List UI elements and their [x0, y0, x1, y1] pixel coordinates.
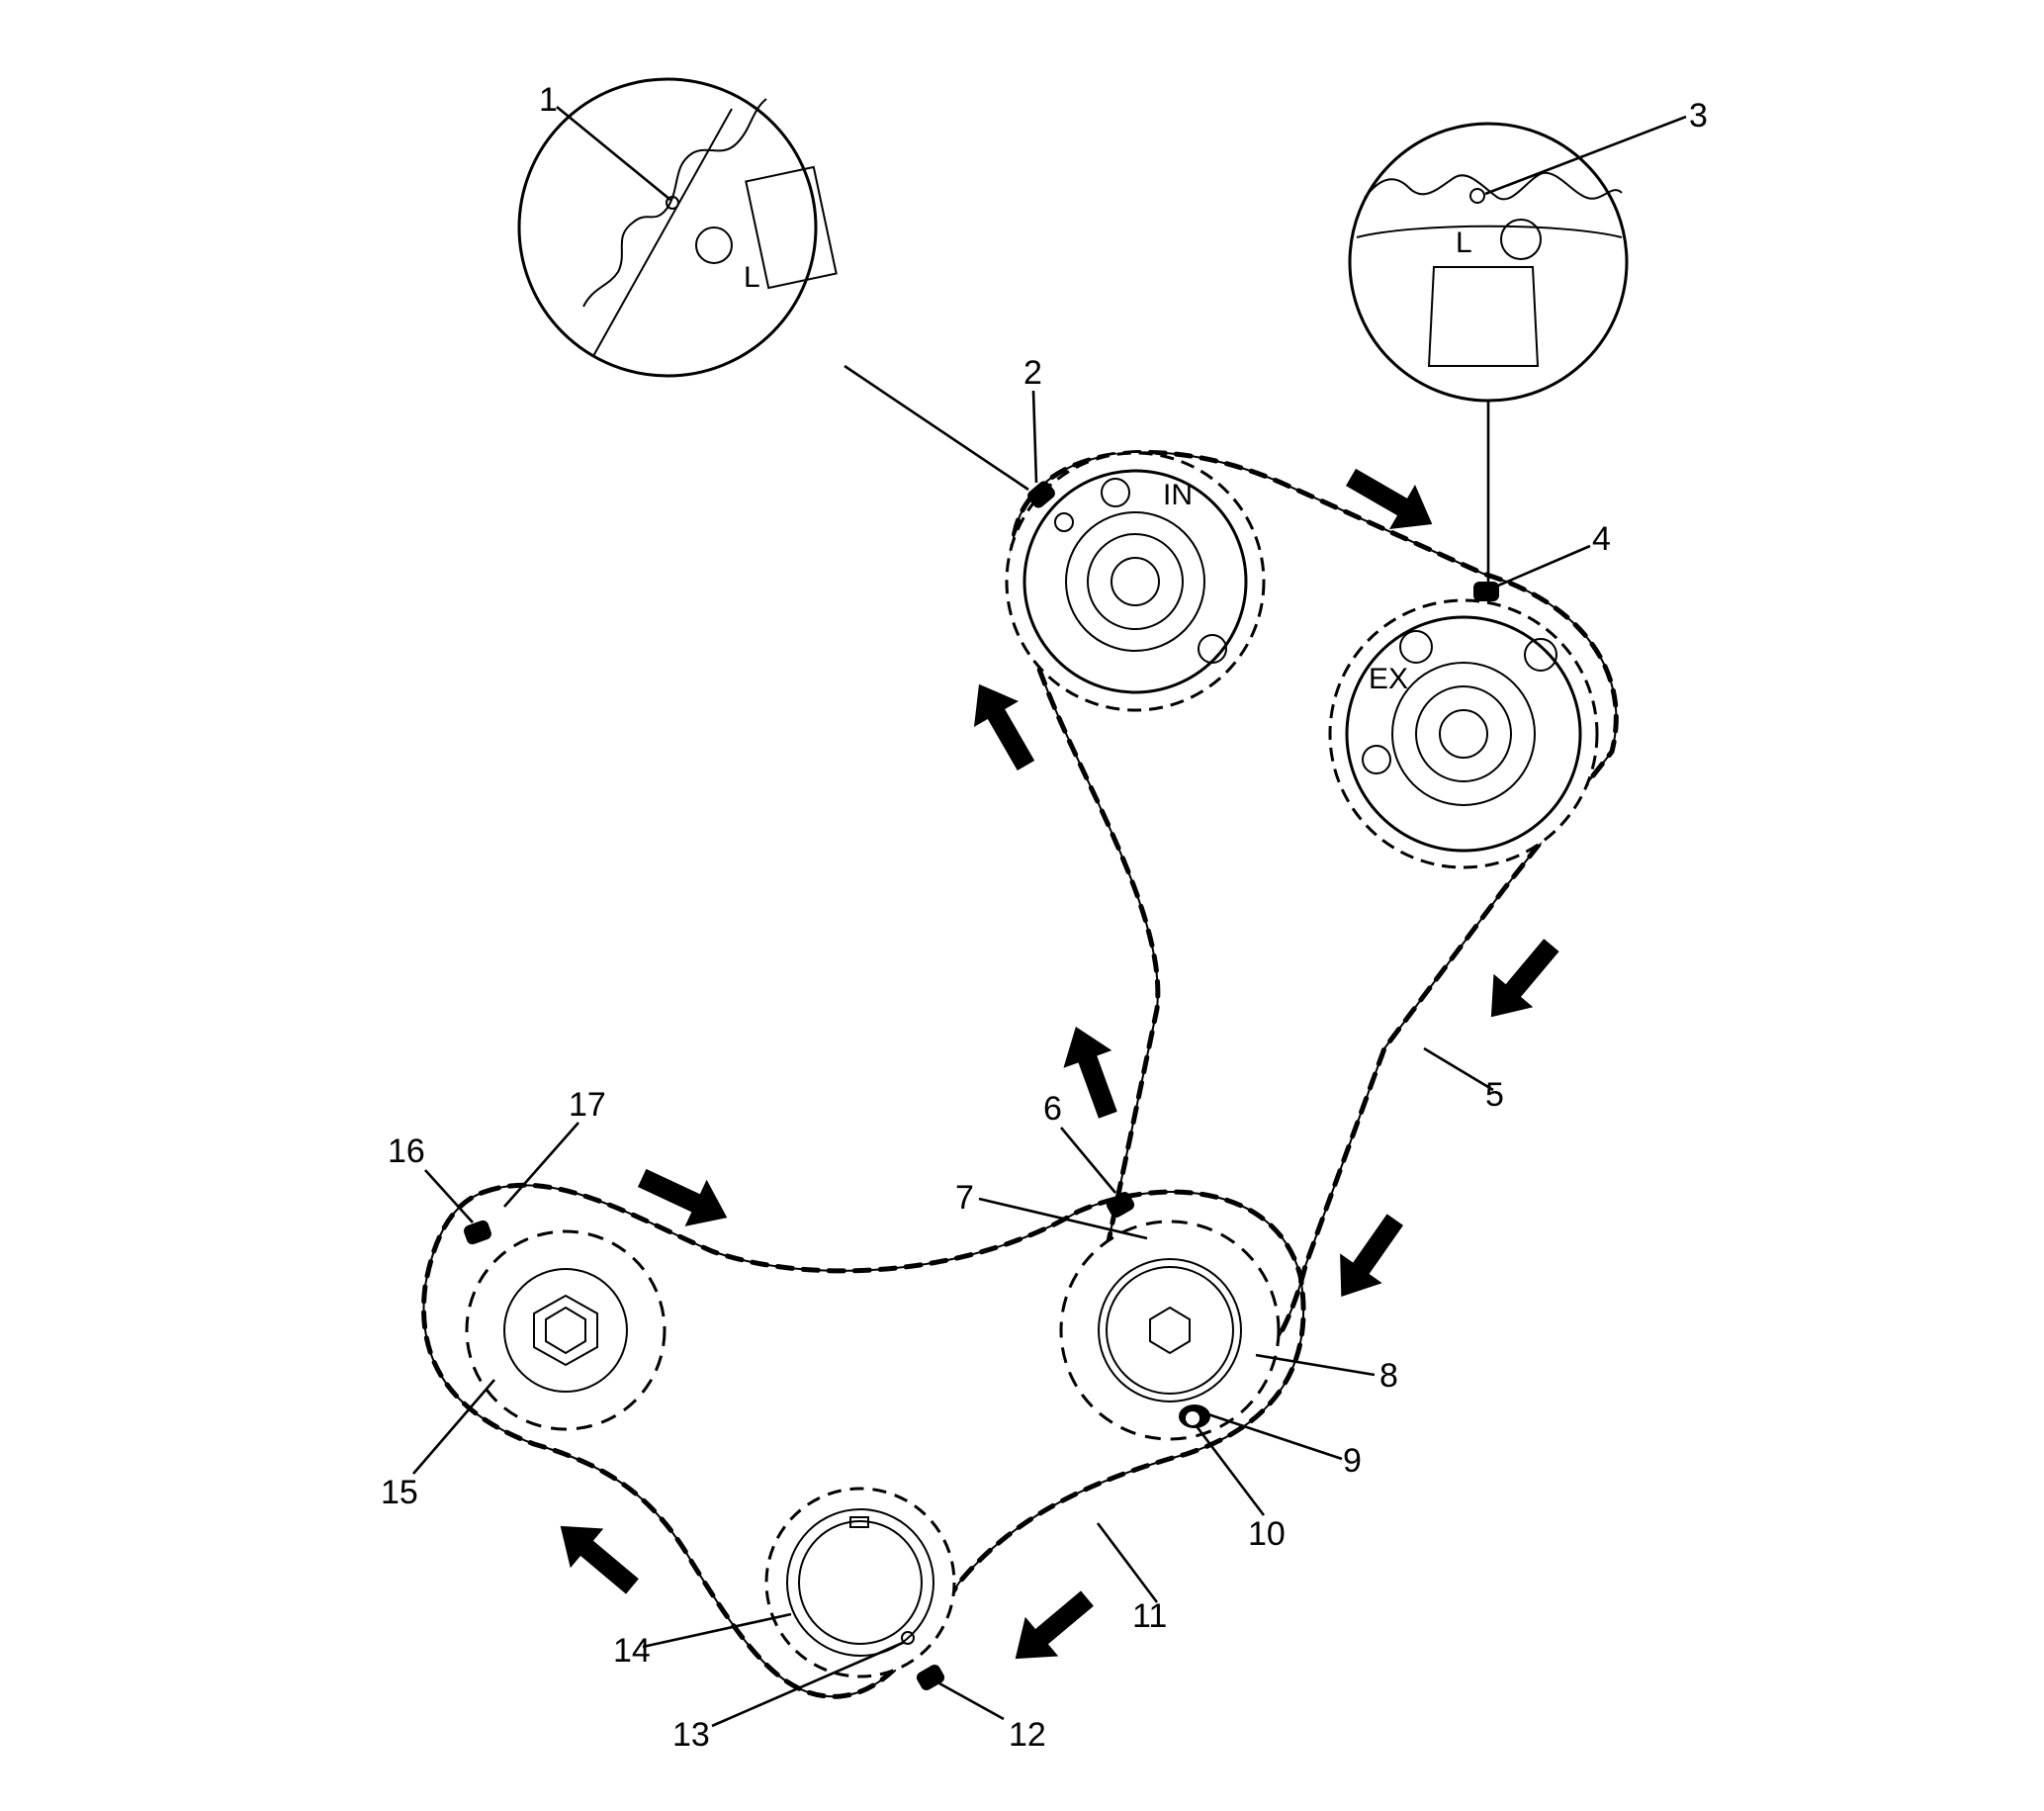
exhaust-mark-text: EX	[1369, 663, 1408, 695]
arrow-up-center-run	[1063, 1027, 1117, 1119]
rotation-direction-arrows	[560, 468, 1559, 1660]
left-sprocket	[465, 1229, 667, 1431]
callout-15: 15	[381, 1474, 418, 1511]
callout-8: 8	[1379, 1357, 1398, 1395]
arrow-right-lower	[637, 1168, 728, 1226]
callout-2: 2	[1023, 354, 1042, 392]
callout-13: 13	[672, 1716, 710, 1754]
intake-timing-mark-detail: L	[517, 77, 1029, 492]
intake-camshaft-sprocket: IN	[1005, 451, 1266, 712]
callout-9: 9	[1343, 1442, 1362, 1480]
leader-lines	[412, 105, 1687, 1728]
colored-chain-links	[464, 481, 1499, 1690]
exhaust-camshaft-sprocket: EX	[1328, 598, 1599, 869]
callout-12: 12	[1009, 1716, 1046, 1754]
exhaust-link-mark	[1473, 582, 1499, 601]
callout-14: 14	[613, 1632, 651, 1670]
crankshaft-sprocket	[764, 1487, 956, 1678]
arrow-down-crank	[1015, 1590, 1094, 1660]
intake-link-mark	[1027, 481, 1055, 508]
callout-labels: 1 2 3 4 5 6 7 8 9 10 11 12 13 14 15 16 1…	[381, 81, 1708, 1754]
arrow-down-right-lower	[1340, 1214, 1404, 1297]
callout-5: 5	[1485, 1076, 1504, 1114]
intake-mark-text: IN	[1163, 479, 1193, 511]
arrow-up-left-lower	[560, 1525, 639, 1594]
exhaust-timing-mark-detail: L	[1348, 122, 1629, 584]
arrow-down-exhaust-run	[1490, 939, 1559, 1018]
callout-4: 4	[1592, 520, 1611, 558]
callout-3: 3	[1689, 97, 1708, 135]
callout-16: 16	[388, 1132, 425, 1170]
callout-1: 1	[539, 81, 558, 119]
callout-10: 10	[1248, 1515, 1286, 1553]
arrow-right-top	[1346, 468, 1433, 530]
right-idler-sprocket	[1059, 1220, 1281, 1441]
arrow-up-intake	[973, 683, 1035, 770]
callout-7: 7	[955, 1179, 974, 1217]
left-sprocket-link-mark	[464, 1220, 491, 1245]
callout-17: 17	[569, 1086, 606, 1124]
callout-11: 11	[1132, 1597, 1167, 1635]
idler-link-mark	[1106, 1192, 1135, 1218]
crank-link-mark	[916, 1665, 945, 1690]
detail-right-mark-text: L	[1456, 226, 1472, 259]
lower-timing-chain	[421, 1182, 1306, 1699]
detail-left-mark-text: L	[744, 261, 760, 294]
callout-6: 6	[1043, 1090, 1062, 1128]
